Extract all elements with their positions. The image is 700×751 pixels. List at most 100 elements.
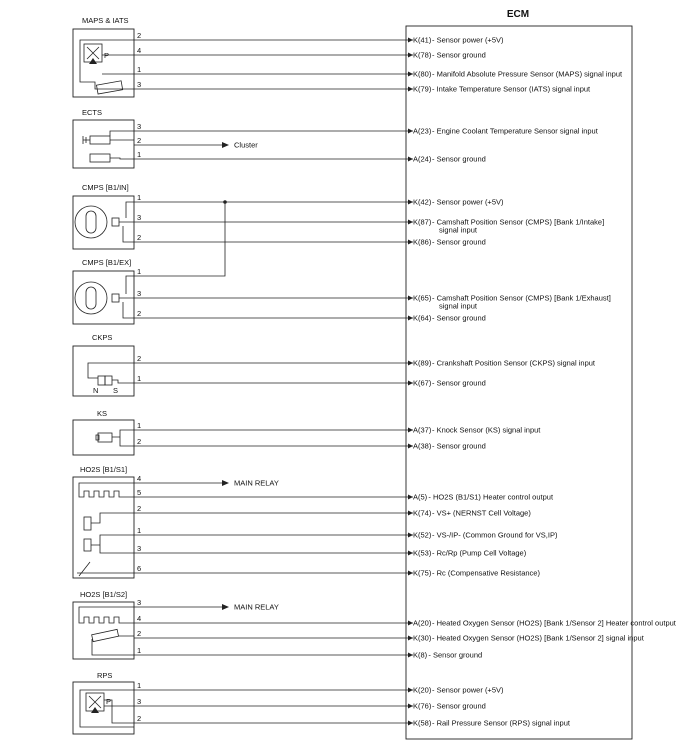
wire-arrow-icon <box>408 427 413 433</box>
wire-arrow-icon <box>408 494 413 500</box>
ecm-terminal-description: - Rc (Compensative Resistance) <box>432 569 540 578</box>
ecm-terminal-description: - Rc/Rp (Pump Cell Voltage) <box>432 549 527 558</box>
pin-number: 1 <box>137 526 141 535</box>
wire-arrow-icon <box>408 550 413 556</box>
component-title-ckps: CKPS <box>92 333 112 342</box>
ecm-terminal-description: - Knock Sensor (KS) signal input <box>432 426 541 435</box>
component-title-ects: ECTS <box>82 108 102 117</box>
ecm-terminal: A(37) <box>413 426 432 435</box>
pin-number: 1 <box>137 193 141 202</box>
wire-arrow-icon <box>408 156 413 162</box>
pin-number: 1 <box>137 646 141 655</box>
pin-number: 1 <box>137 681 141 690</box>
pin-number: 3 <box>137 289 141 298</box>
ecm-title: ECM <box>507 9 529 20</box>
pin-number: 4 <box>137 46 141 55</box>
wire-destination-label: Cluster <box>234 141 258 150</box>
ecm-terminal: K(30) <box>413 634 432 643</box>
ecm-terminal: K(79) <box>413 85 432 94</box>
pin-number: 2 <box>137 136 141 145</box>
wire-arrow-icon <box>408 315 413 321</box>
ecm-terminal: K(65) <box>413 294 432 303</box>
component-title-cmps-ex: CMPS [B1/EX] <box>82 258 131 267</box>
ecm-terminal-description: - Sensor ground <box>432 379 486 388</box>
wire-destination-label: MAIN RELAY <box>234 479 279 488</box>
component-box-ho2s-s2 <box>72 601 135 660</box>
pin-number: 6 <box>137 564 141 573</box>
pin-number: 1 <box>137 150 141 159</box>
ecm-terminal: K(74) <box>413 509 432 518</box>
ecm-terminal-description: - Manifold Absolute Pressure Sensor (MAP… <box>432 70 623 79</box>
component-box-cmps-ex <box>72 270 135 325</box>
wire-destination-label: MAIN RELAY <box>234 603 279 612</box>
arrow-icon <box>222 142 229 148</box>
pin-number: 3 <box>137 544 141 553</box>
component-title-cmps-in: CMPS [B1/IN] <box>82 183 129 192</box>
ecm-terminal-description: - Sensor ground <box>432 155 486 164</box>
cmps-ex-internal <box>74 275 134 319</box>
pin-number: 3 <box>137 122 141 131</box>
wire-arrow-icon <box>408 239 413 245</box>
ecm-terminal-description: - Sensor ground <box>432 51 486 60</box>
ecm-terminal: A(24) <box>413 155 432 164</box>
wire-arrow-icon <box>408 37 413 43</box>
wire-arrow-icon <box>408 443 413 449</box>
pin-number: 2 <box>137 354 141 363</box>
pin-number: 3 <box>137 598 141 607</box>
ecm-terminal-description: - Heated Oxygen Sensor (HO2S) [Bank 1/Se… <box>432 619 677 628</box>
component-box-ckps <box>72 345 135 397</box>
wire-arrow-icon <box>408 52 413 58</box>
arrow-icon <box>222 604 229 610</box>
ecm-terminal-description: - Camshaft Position Sensor (CMPS) [Bank … <box>432 294 611 303</box>
wire-arrow-icon <box>408 219 413 225</box>
pin-number: 2 <box>137 233 141 242</box>
wire-arrow-icon <box>408 532 413 538</box>
pin-number: 1 <box>137 267 141 276</box>
cmps-power-splice <box>134 202 226 277</box>
ecm-terminal: K(86) <box>413 238 432 247</box>
wire-arrow-icon <box>408 570 413 576</box>
component-title-maps-iats: MAPS & IATS <box>82 16 129 25</box>
ecm-terminal-description: - Heated Oxygen Sensor (HO2S) [Bank 1/Se… <box>432 634 645 643</box>
wire-arrow-icon <box>408 199 413 205</box>
ecm-terminal-description: - Intake Temperature Sensor (IATS) signa… <box>432 85 591 94</box>
svg-text:P: P <box>104 51 109 60</box>
ecm-terminal: K(53) <box>413 549 432 558</box>
ks-internal <box>95 429 134 447</box>
ecm-terminal: A(23) <box>413 127 432 136</box>
component-title-ks: KS <box>97 409 107 418</box>
wire-arrow-icon <box>408 295 413 301</box>
pressure-sensor-icon: P <box>89 51 109 64</box>
pin-number: 2 <box>137 309 141 318</box>
wire-arrow-icon <box>408 71 413 77</box>
ecm-terminal: K(64) <box>413 314 432 323</box>
cmps-in-internal <box>74 201 134 243</box>
pin-number: 3 <box>137 213 141 222</box>
ecm-terminal-description: - Crankshaft Position Sensor (CKPS) sign… <box>432 359 596 368</box>
wire-arrow-icon <box>408 635 413 641</box>
ecm-terminal-description-cont: signal input <box>439 226 478 235</box>
pin-number: 2 <box>137 629 141 638</box>
ho2s-s1-internal <box>77 482 134 577</box>
rps-pressure-icon: P <box>91 697 111 713</box>
wire-arrow-icon <box>408 380 413 386</box>
ho2s-s2-internal <box>78 606 134 656</box>
component-box-maps-iats <box>72 28 135 98</box>
ecm-terminal-description: - VS+ (NERNST Cell Voltage) <box>432 509 531 518</box>
ecm-terminal: K(87) <box>413 218 432 227</box>
ecm-terminal-description: - Sensor ground <box>432 442 486 451</box>
ecm-terminal-description: - Sensor ground <box>432 702 486 711</box>
ecm-terminal-description: - Sensor power (+5V) <box>432 198 504 207</box>
wire-arrow-icon <box>408 687 413 693</box>
ecm-terminal-description: - Sensor ground <box>428 651 482 660</box>
wire-arrow-icon <box>408 360 413 366</box>
wire-arrow-icon <box>408 510 413 516</box>
ecm-terminal-description: - Sensor power (+5V) <box>432 686 504 695</box>
ecm-terminal-description: - Sensor ground <box>432 314 486 323</box>
ecm-terminal: K(42) <box>413 198 432 207</box>
pin-number: 4 <box>137 474 141 483</box>
ecm-terminal-description: - VS-/IP- (Common Ground for VS,IP) <box>432 531 558 540</box>
pin-number: 1 <box>137 65 141 74</box>
